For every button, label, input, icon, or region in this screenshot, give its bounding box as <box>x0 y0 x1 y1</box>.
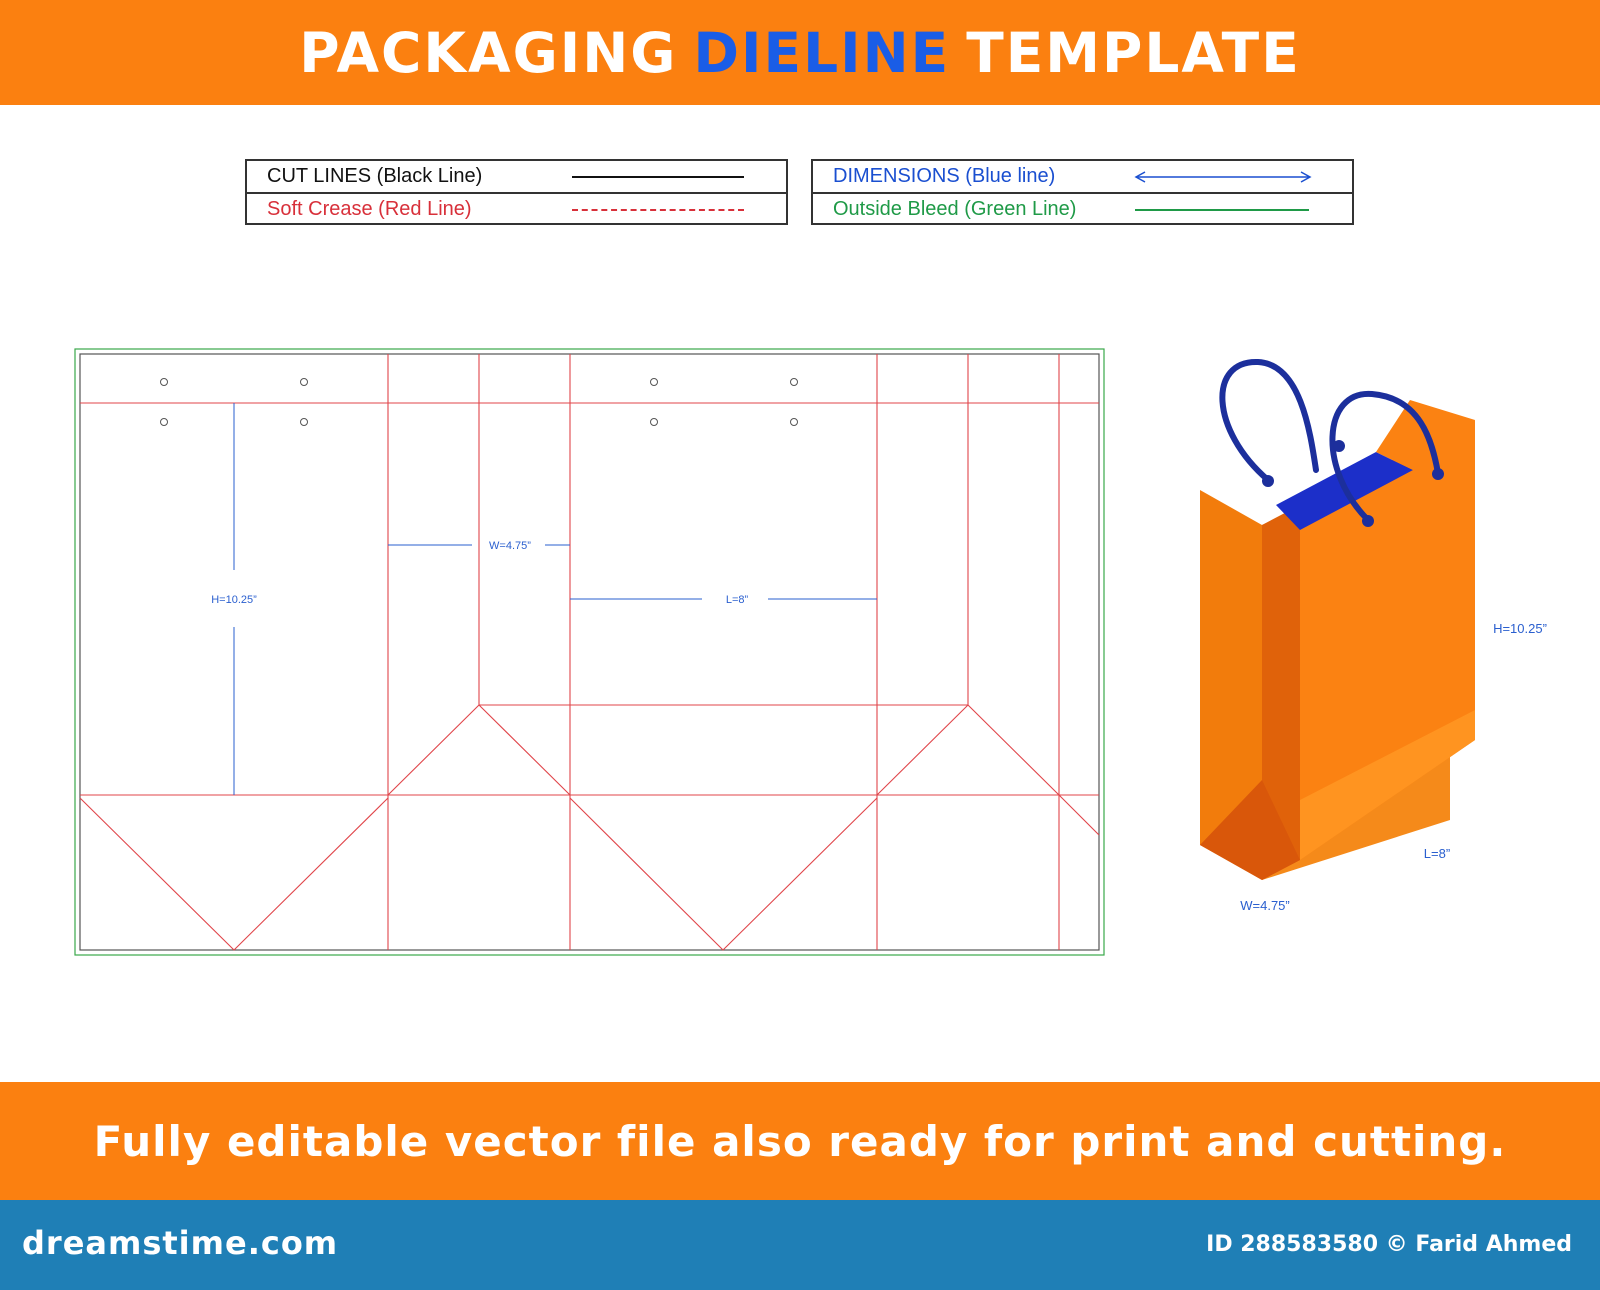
legend-dimensions: DIMENSIONS (Blue line) <box>813 161 1352 192</box>
header-title-part2: TEMPLATE <box>966 20 1301 85</box>
bag-side-panel <box>1200 490 1262 880</box>
page-header: PACKAGING DIELINE TEMPLATE <box>0 0 1600 105</box>
footer-banner: Fully editable vector file also ready fo… <box>0 1082 1600 1200</box>
blue-arrow-sample <box>1134 171 1312 183</box>
bottom-bar: dreamstime.com ID 288583580 © Farid Ahme… <box>0 1200 1600 1290</box>
bag-handle-knots <box>1262 440 1444 527</box>
height-dimension-label: H=10.25” <box>211 594 257 606</box>
crease-lines <box>79 354 1100 951</box>
bag-height-label: H=10.25” <box>1493 621 1547 636</box>
bag-handle-back <box>1219 358 1319 483</box>
bag-handle-front <box>1329 390 1441 523</box>
length-dimension-label: L=8” <box>726 594 749 606</box>
legend-outside-bleed: Outside Bleed (Green Line) <box>813 192 1352 223</box>
handle-holes <box>160 378 798 426</box>
dimension-lines <box>233 403 877 795</box>
cut-outline <box>79 353 1100 951</box>
legend-outside-bleed-label: Outside Bleed (Green Line) <box>833 198 1077 220</box>
legend-cut-lines: CUT LINES (Black Line) <box>247 161 786 192</box>
width-dimension-label: W=4.75” <box>489 540 531 552</box>
outside-bleed-outline <box>74 348 1105 956</box>
bag-width-label: W=4.75” <box>1240 898 1290 913</box>
shopping-bag-illustration: H=10.25” L=8” W=4.75” <box>1200 358 1547 913</box>
bag-side-fold <box>1262 505 1300 880</box>
image-credit: ID 288583580 © Farid Ahmed <box>1206 1232 1572 1257</box>
dieline-diagram: H=10.25” W=4.75” L=8” <box>74 348 1105 956</box>
brand-logo[interactable]: dreamstime.com <box>22 1224 339 1262</box>
legend-dimensions-label: DIMENSIONS (Blue line) <box>833 165 1056 187</box>
legend-box-right: DIMENSIONS (Blue line) Outside Bleed (Gr… <box>811 159 1354 225</box>
legend-box-left: CUT LINES (Black Line) Soft Crease (Red … <box>245 159 788 225</box>
footer-tagline: Fully editable vector file also ready fo… <box>93 1116 1507 1166</box>
legend-soft-crease: Soft Crease (Red Line) <box>247 192 786 223</box>
legend-cut-lines-label: CUT LINES (Black Line) <box>267 165 483 187</box>
green-line-sample <box>1135 209 1309 211</box>
red-line-sample <box>572 209 744 211</box>
header-title-accent: DIELINE <box>693 20 951 85</box>
bag-front-bottom-band <box>1300 710 1475 860</box>
legend-soft-crease-label: Soft Crease (Red Line) <box>267 198 472 220</box>
header-title-part1: PACKAGING <box>299 20 678 85</box>
bag-bottom-gusset <box>1200 780 1300 880</box>
black-line-sample <box>572 176 744 178</box>
bag-length-label: L=8” <box>1424 846 1450 861</box>
